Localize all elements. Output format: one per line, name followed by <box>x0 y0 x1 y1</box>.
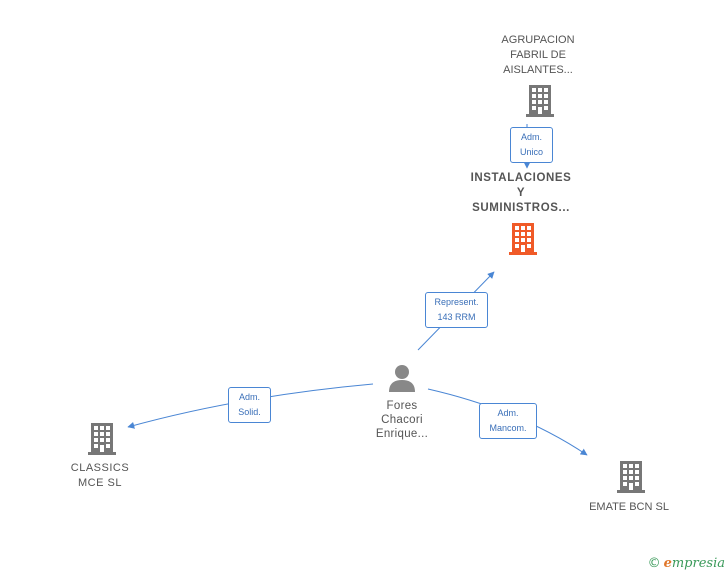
edge-label-adm-solid: Adm. Solid. <box>228 387 271 423</box>
instalaciones-label-line-1: INSTALACIONES <box>470 172 572 184</box>
edge-label-adm-mancom-line-2: Mancom. <box>489 423 527 433</box>
instalaciones-label-line-3: SUMINISTROS... <box>472 202 570 214</box>
person-label-line-2: Chacori <box>381 414 423 426</box>
edge-label-represent: Represent. 143 RRM <box>425 292 488 328</box>
instalaciones-label-line-2: Y <box>516 187 526 199</box>
person-label-line-1: Fores <box>386 400 418 412</box>
brand-initial: e <box>663 556 672 571</box>
agrupacion-label[interactable]: AGRUPACION FABRIL DE AISLANTES... <box>478 33 598 78</box>
person-label[interactable]: Fores Chacori Enrique... <box>350 399 454 441</box>
classics-label-line-1: CLASSICS <box>70 462 130 474</box>
agrupacion-label-line-1: AGRUPACION <box>501 34 575 46</box>
emate-label[interactable]: EMATE BCN SL <box>574 500 684 515</box>
agrupacion-label-line-2: FABRIL DE <box>510 49 566 61</box>
copyright-symbol: © <box>647 556 661 571</box>
edge-label-adm-solid-line-1: Adm. <box>238 392 260 402</box>
agrupacion-label-line-3: AISLANTES... <box>503 64 573 76</box>
instalaciones-label[interactable]: INSTALACIONES Y SUMINISTROS... <box>455 171 587 216</box>
edge-label-adm-unico: Adm. Unico <box>510 127 553 163</box>
classics-building-icon[interactable] <box>88 423 116 455</box>
classics-label[interactable]: CLASSICS MCE SL <box>50 461 150 491</box>
edge-label-adm-mancom: Adm. Mancom. <box>479 403 537 439</box>
edge-label-adm-unico-line-2: Unico <box>519 147 543 157</box>
person-label-line-3: Enrique... <box>375 428 429 440</box>
empresia-logo[interactable]: ©empresia <box>648 556 725 571</box>
classics-label-line-2: MCE SL <box>78 477 122 489</box>
emate-building-icon[interactable] <box>617 461 645 493</box>
emate-label-line-1: EMATE BCN SL <box>589 501 669 513</box>
edge-label-adm-solid-line-2: Solid. <box>238 407 261 417</box>
instalaciones-building-icon[interactable] <box>509 223 537 255</box>
brand-name: mpresia <box>671 556 725 571</box>
person-icon[interactable] <box>389 365 415 392</box>
edge-label-represent-line-1: Represent. <box>434 297 479 307</box>
agrupacion-building-icon[interactable] <box>526 85 554 117</box>
edge-label-represent-line-2: 143 RRM <box>437 312 476 322</box>
edge-label-adm-unico-line-1: Adm. <box>520 132 542 142</box>
edge-label-adm-mancom-line-1: Adm. <box>497 408 519 418</box>
